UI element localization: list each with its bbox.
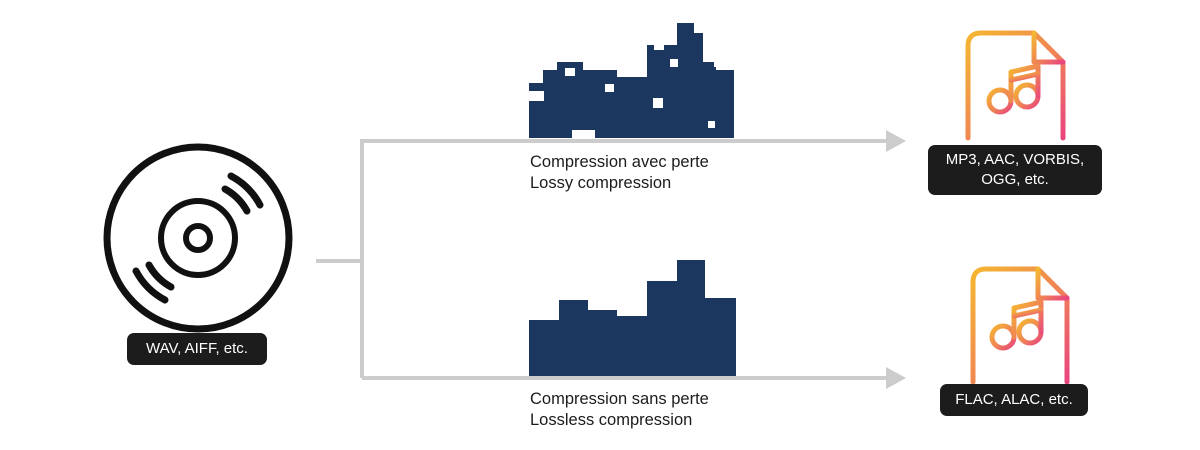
connector-lines bbox=[316, 139, 888, 380]
lossy-formats-line2: OGG, etc. bbox=[981, 171, 1049, 188]
lossy-formats-badge: MP3, AAC, VORBIS, OGG, etc. bbox=[928, 145, 1102, 195]
lossless-formats-badge: FLAC, ALAC, etc. bbox=[940, 384, 1088, 416]
lossy-waveform bbox=[529, 23, 734, 138]
source-format-label: WAV, AIFF, etc. bbox=[146, 340, 248, 357]
lossy-connector bbox=[360, 139, 888, 378]
lossy-caption-fr: Compression avec perte bbox=[530, 153, 709, 171]
lossy-arrowhead bbox=[886, 130, 906, 152]
lossless-caption-en: Lossless compression bbox=[530, 411, 693, 429]
music-file-icon bbox=[970, 266, 1070, 385]
lossless-arrowhead bbox=[886, 367, 906, 389]
lossy-formats-line1: MP3, AAC, VORBIS, bbox=[945, 151, 1085, 168]
lossless-caption-fr: Compression sans perte bbox=[530, 390, 709, 408]
vinyl-disc-icon bbox=[103, 143, 293, 333]
lossless-waveform bbox=[529, 260, 736, 376]
lossless-caption: Compression sans perte Lossless compress… bbox=[530, 389, 709, 431]
lossless-formats-label: FLAC, ALAC, etc. bbox=[955, 391, 1073, 408]
source-format-badge: WAV, AIFF, etc. bbox=[127, 333, 267, 365]
lossy-caption: Compression avec perte Lossy compression bbox=[530, 152, 709, 194]
music-file-icon bbox=[965, 30, 1066, 141]
lossy-caption-en: Lossy compression bbox=[530, 174, 672, 192]
